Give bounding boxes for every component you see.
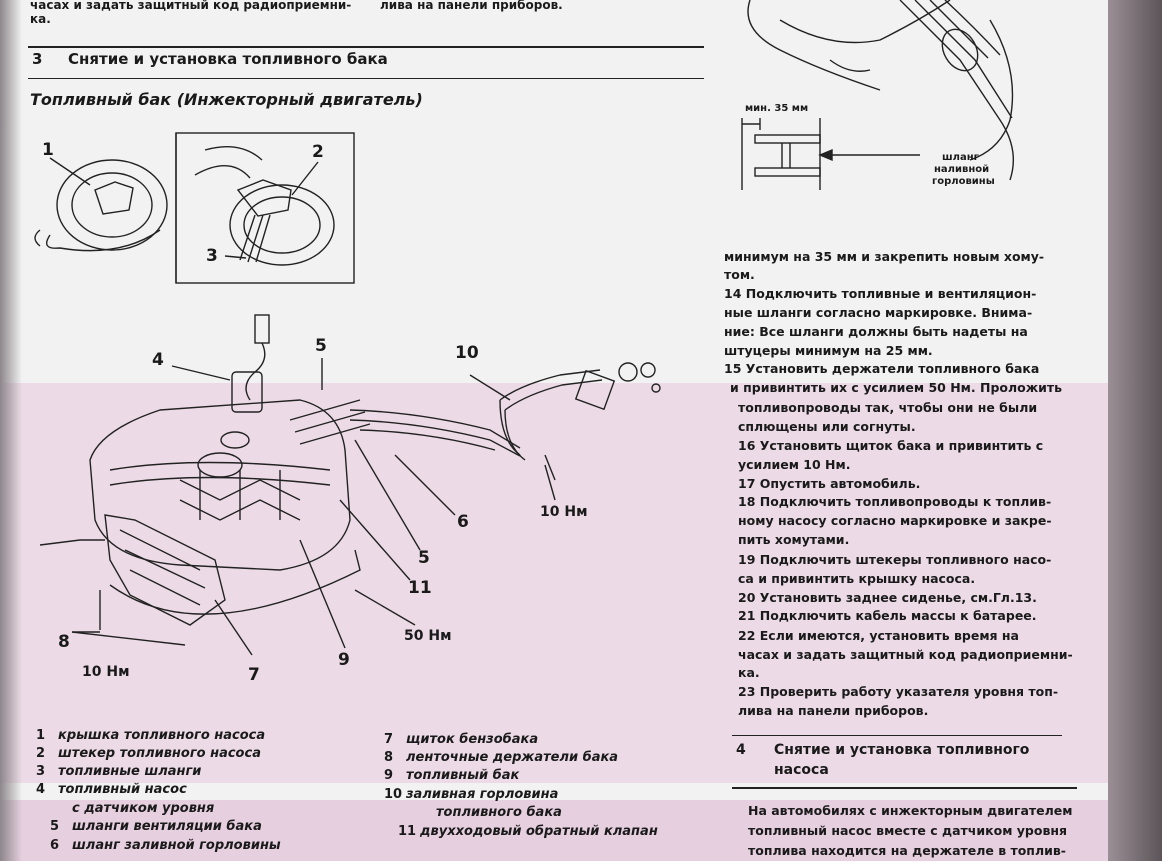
filler-hose-inset-drawing: [741, 0, 1015, 190]
section4-title-2: насоса: [774, 762, 829, 778]
instruction-line-24: лива на панели приборов.: [738, 703, 929, 718]
callout-5-top: 5: [315, 336, 327, 356]
instruction-line-15: пить хомутами.: [738, 532, 850, 547]
callout-10: 10: [455, 343, 479, 363]
fuel-tank-drawing: [34, 132, 661, 656]
inset-hose-label-1: шланг: [942, 152, 979, 163]
section4-rule-top: [732, 735, 1062, 736]
callout-6: 6: [457, 512, 469, 532]
callout-1: 1: [42, 140, 54, 160]
callout-8: 8: [58, 632, 70, 652]
instruction-line-23: 23 Проверить работу указателя уровня топ…: [738, 684, 1059, 699]
callout-5-bottom: 5: [418, 548, 430, 568]
page-right-shadow: [1108, 0, 1162, 861]
instruction-line-0: минимум на 35 мм и закрепить новым хому-: [724, 249, 1045, 264]
inset-min-label: мин. 35 мм: [745, 103, 809, 114]
instruction-line-22: ка.: [738, 665, 760, 680]
top-mid-fragment: лива на панели приборов.: [380, 0, 563, 12]
instruction-line-20: 22 Если имеются, установить время на: [738, 628, 1019, 643]
instruction-line-14: ному насосу согласно маркировке и закре-: [738, 513, 1052, 528]
instruction-line-7: и привинтить их с усилием 50 Нм. Проложи…: [730, 380, 1063, 395]
page-tint-band-bottom: [0, 800, 1162, 861]
section3-rule-bottom: [28, 78, 704, 79]
instruction-line-4: ние: Все шланги должны быть надеты на: [724, 324, 1028, 339]
callout-7: 7: [248, 665, 260, 685]
instruction-line-9: сплющены или согнуты.: [738, 419, 916, 434]
instruction-line-18: 20 Установить заднее сиденье, см.Гл.13.: [738, 590, 1037, 605]
instruction-line-8: топливопроводы так, чтобы они не были: [738, 400, 1038, 415]
section4-body-0: На автомобилях с инжекторным двигателем: [748, 803, 1073, 818]
instruction-line-19: 21 Подключить кабель массы к батарее.: [738, 608, 1037, 623]
torque-50nm: 50 Нм: [404, 628, 452, 644]
instruction-line-11: усилием 10 Нм.: [738, 457, 851, 472]
section3-number: 3: [32, 50, 43, 68]
top-left-fragment-2: ка.: [30, 12, 51, 26]
callout-4: 4: [152, 350, 164, 370]
instruction-line-2: 14 Подключить топливные и вентиляцион-: [724, 286, 1037, 301]
legend-left-4-cont: с датчиком уровня: [72, 801, 215, 816]
section3-rule-top: [28, 46, 704, 48]
legend-right-10-cont: топливного бака: [436, 805, 562, 820]
inset-hose-label-3: горловины: [932, 176, 995, 187]
section3-title: Снятие и установка топливного бака: [68, 50, 388, 68]
instruction-line-5: штуцеры минимум на 25 мм.: [724, 343, 933, 358]
instruction-line-1: том.: [724, 267, 755, 282]
torque-10nm-right: 10 Нм: [540, 504, 588, 520]
section4-body-2: топлива находится на держателе в топлив-: [748, 843, 1066, 858]
instruction-line-21: часах и задать защитный код радиоприемни…: [738, 647, 1073, 662]
inset-hose-label-2: наливной: [934, 164, 990, 175]
instruction-line-3: ные шланги согласно маркировке. Внима-: [724, 305, 1033, 320]
instruction-line-12: 17 Опустить автомобиль.: [738, 476, 921, 491]
figure-title: Топливный бак (Инжекторный двигатель): [30, 90, 423, 109]
instruction-line-10: 16 Установить щиток бака и привинтить с: [738, 438, 1044, 453]
section4-title-1: Снятие и установка топливного: [774, 742, 1030, 758]
instruction-line-17: са и привинтить крышку насоса.: [738, 571, 976, 586]
callout-2: 2: [312, 142, 324, 162]
top-left-fragment-1: часах и задать защитный код радиоприемни…: [30, 0, 352, 12]
instruction-line-6: 15 Установить держатели топливного бака: [724, 361, 1040, 376]
torque-10nm-left: 10 Нм: [82, 664, 130, 680]
section4-rule-bottom: [732, 787, 1077, 789]
section4-body-1: топливный насос вместе с датчиком уровня: [748, 823, 1068, 838]
instruction-line-13: 18 Подключить топливопроводы к топлив-: [738, 494, 1052, 509]
callout-9: 9: [338, 650, 350, 670]
page-left-shadow: [0, 0, 22, 861]
callout-11: 11: [408, 578, 432, 598]
section4-number: 4: [736, 742, 746, 758]
callout-3: 3: [206, 246, 218, 266]
instruction-line-16: 19 Подключить штекеры топливного насо-: [738, 552, 1052, 567]
